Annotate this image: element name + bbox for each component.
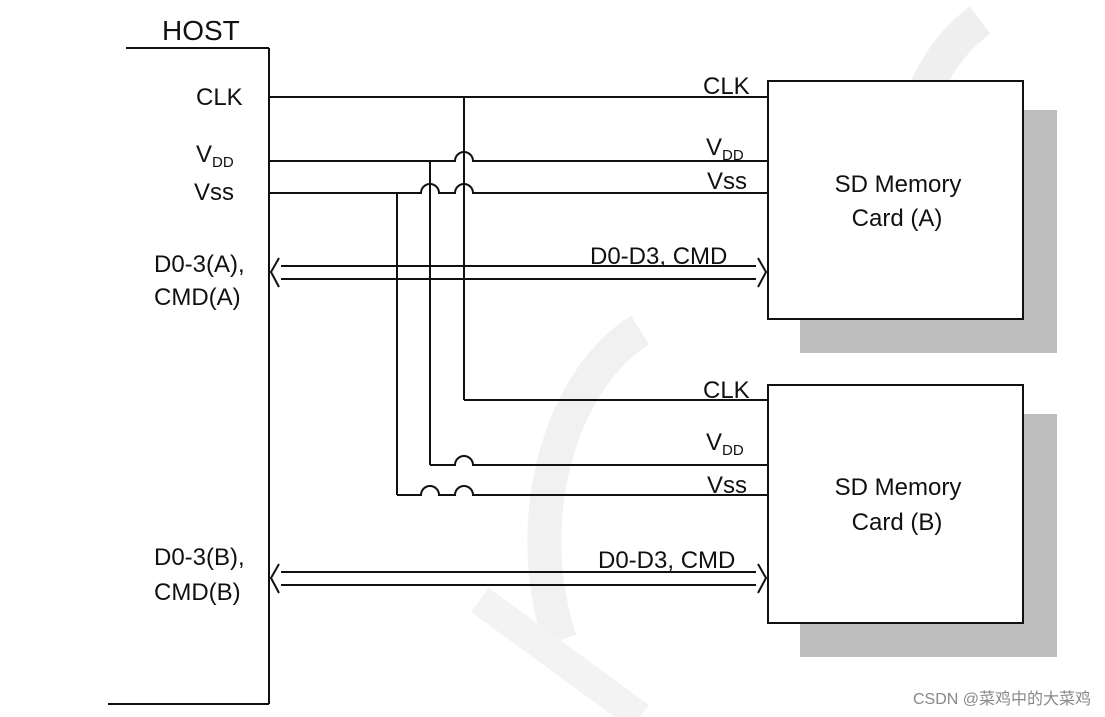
card-a-name-2: Card (A) — [852, 205, 943, 232]
card-b-vss-label: Vss — [707, 472, 747, 499]
card-b-name-2: Card (B) — [852, 509, 943, 536]
card-a-clk-label: CLK — [703, 73, 750, 100]
card-a-box — [767, 80, 1024, 320]
vss-wire — [269, 183, 768, 496]
card-b-bus-label: D0-D3, CMD — [598, 547, 735, 574]
card-a-name-1: SD Memory — [835, 171, 962, 198]
card-a-vdd-label: VDD — [706, 134, 744, 164]
host-block — [108, 47, 270, 705]
card-a-bus-label: D0-D3, CMD — [590, 243, 727, 270]
host-title: HOST — [162, 15, 240, 46]
card-a-vss-label: Vss — [707, 168, 747, 195]
host-clk-label: CLK — [196, 84, 243, 111]
clk-wire — [269, 96, 768, 401]
host-data-a-label-2: CMD(A) — [154, 284, 241, 311]
card-b-box — [767, 384, 1024, 624]
host-vss-label: Vss — [194, 179, 234, 206]
host-data-b-label-2: CMD(B) — [154, 579, 241, 606]
host-data-a-label-1: D0-3(A), — [154, 251, 245, 278]
csdn-watermark: CSDN @菜鸡中的大菜鸡 — [912, 691, 1091, 708]
card-b-vdd-label: VDD — [706, 429, 744, 459]
bus-b-arrow — [269, 563, 768, 594]
host-data-b-label-1: D0-3(B), — [154, 544, 245, 571]
card-b-clk-label: CLK — [703, 377, 750, 404]
bus-a-arrow — [269, 257, 768, 288]
card-b-name-1: SD Memory — [835, 474, 962, 501]
host-vdd-label: VDD — [196, 141, 234, 171]
vdd-wire — [269, 151, 768, 466]
